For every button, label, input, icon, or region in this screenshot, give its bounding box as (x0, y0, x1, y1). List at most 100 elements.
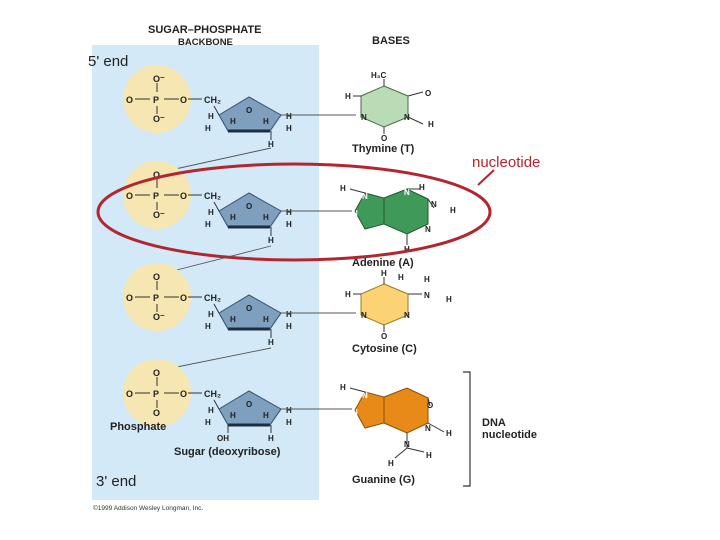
base-nitrogen: N (362, 192, 368, 201)
amino-nitrogen: N (424, 291, 430, 300)
sugar-h: H (230, 411, 236, 420)
nucleotide-2: O P O O O⁻ CH₂ O H H H H H H H (123, 161, 456, 269)
ch2-label: CH₂ (204, 95, 221, 105)
base-h: H (345, 92, 351, 101)
phosphate-group: O⁻ P O O O⁻ CH₂ (123, 65, 221, 133)
five-prime-end-label: 5' end (88, 53, 128, 70)
base-nitrogen: N (404, 311, 410, 320)
dna-nucleotide-bracket (463, 371, 471, 487)
sugar-h: H (263, 213, 269, 222)
sugar-h: H (263, 411, 269, 420)
base-h: H (404, 245, 410, 254)
phosphate-oxygen-top: O⁻ (153, 74, 165, 84)
phosphate-oxygen-top: O (153, 368, 160, 378)
base-h: H (446, 295, 452, 304)
sugar-ring (218, 390, 282, 426)
sugar-h: H (205, 220, 211, 229)
ch2-label: CH₂ (204, 191, 221, 201)
ch2-label: CH₂ (204, 293, 221, 303)
base-h: H (340, 383, 346, 392)
nucleotide-1: O⁻ P O O O⁻ CH₂ O H H H H H H H (123, 65, 434, 155)
base-h: H (388, 459, 394, 468)
phosphate-oxygen-top: O (153, 272, 160, 282)
phosphate-group: O P O O O CH₂ (123, 359, 221, 427)
base-h: H (428, 120, 434, 129)
base-nitrogen: N (404, 188, 410, 197)
cytosine-ring (360, 283, 409, 326)
base-h: H (424, 275, 430, 284)
sugar-ring-oxygen: O (246, 304, 252, 313)
sugar-h: H (208, 406, 214, 415)
base-h: H (446, 429, 452, 438)
base-nitrogen: N (379, 226, 385, 235)
sugar-ring (218, 96, 282, 132)
phosphate-group: O P O O O⁻ CH₂ (123, 161, 221, 229)
base-nitrogen: N (362, 391, 368, 400)
sugar-h: H (230, 213, 236, 222)
phosphate-oxygen-left: O (126, 95, 133, 105)
phosphate-oxygen-bottom: O⁻ (153, 210, 165, 220)
sugar-label: Sugar (deoxyribose) (174, 446, 281, 458)
phosphate-oxygen-right: O (180, 293, 187, 303)
base-nitrogen: N (352, 209, 358, 218)
base-h: H (381, 269, 387, 278)
base-oxygen: O (427, 401, 433, 410)
copyright-notice: ©1999 Addison Wesley Longman, Inc. (93, 504, 203, 512)
phosphate-oxygen-left: O (126, 389, 133, 399)
sugar-h: H (208, 112, 214, 121)
base-nitrogen: N (361, 311, 367, 320)
sugar-h: H (286, 310, 292, 319)
base-nitrogen: N (404, 113, 410, 122)
backbone-panel (92, 45, 319, 500)
sugar-h: H (263, 315, 269, 324)
phosphate-atom: P (153, 389, 159, 399)
base-h: H (426, 451, 432, 460)
base-h: H (340, 184, 346, 193)
base-oxygen: O (425, 89, 431, 98)
base-nitrogen: N (352, 408, 358, 417)
thymine-ring (360, 85, 409, 128)
phosphate-disc (123, 359, 191, 427)
backbone-title-line1: Sugar–phosphate (148, 24, 261, 36)
ch2-label: CH₂ (204, 389, 221, 399)
sugar-h: H (268, 434, 274, 443)
sugar-h: H (268, 338, 274, 347)
sugar-ring (218, 192, 282, 228)
deoxyribose-sugar: O H H H H H H OH H (205, 390, 292, 443)
sugar-h: H (286, 124, 292, 133)
sugar-h: H (268, 236, 274, 245)
base-nitrogen: N (425, 225, 431, 234)
phosphate-atom: P (153, 95, 159, 105)
base-nitrogen: N (379, 425, 385, 434)
phosphate-oxygen-top: O (153, 170, 160, 180)
phosphate-oxygen-right: O (180, 95, 187, 105)
sugar-h: H (208, 310, 214, 319)
phosphate-oxygen-bottom: O⁻ (153, 114, 165, 124)
base-h: H (450, 206, 456, 215)
deoxyribose-sugar: O H H H H H H H (205, 96, 292, 149)
nucleotide-highlight (96, 162, 492, 262)
phosphate-label: Phosphate (110, 421, 166, 433)
sugar-ring-oxygen: O (246, 400, 252, 409)
deoxyribose-sugar: O H H H H H H H (205, 192, 292, 245)
base-name-thymine: Thymine (T) (352, 143, 415, 155)
nucleotide-4: O P O O O CH₂ O H H H H H H OH H (123, 359, 452, 486)
sugar-h: H (286, 112, 292, 121)
phosphate-group: O P O O O⁻ CH₂ (123, 263, 221, 331)
phosphate-disc (123, 65, 191, 133)
bases-title: Bases (372, 35, 410, 47)
adenine-base: H N N N N N H N H H Adenine (A) (340, 183, 456, 269)
sugar-h: H (230, 117, 236, 126)
sugar-ring-oxygen: O (246, 202, 252, 211)
phosphate-oxygen-bottom: O⁻ (153, 312, 165, 322)
base-name-guanine: Guanine (G) (352, 474, 415, 486)
guanine-five-ring (354, 391, 385, 429)
sugar-hydroxyl: OH (217, 434, 229, 443)
base-name-cytosine: Cytosine (C) (352, 343, 417, 355)
three-prime-end-label: 3' end (96, 473, 136, 490)
nucleotide-pointer (477, 169, 495, 186)
base-name-adenine: Adenine (A) (352, 257, 414, 269)
base-nitrogen: N (425, 424, 431, 433)
phosphate-atom: P (153, 293, 159, 303)
